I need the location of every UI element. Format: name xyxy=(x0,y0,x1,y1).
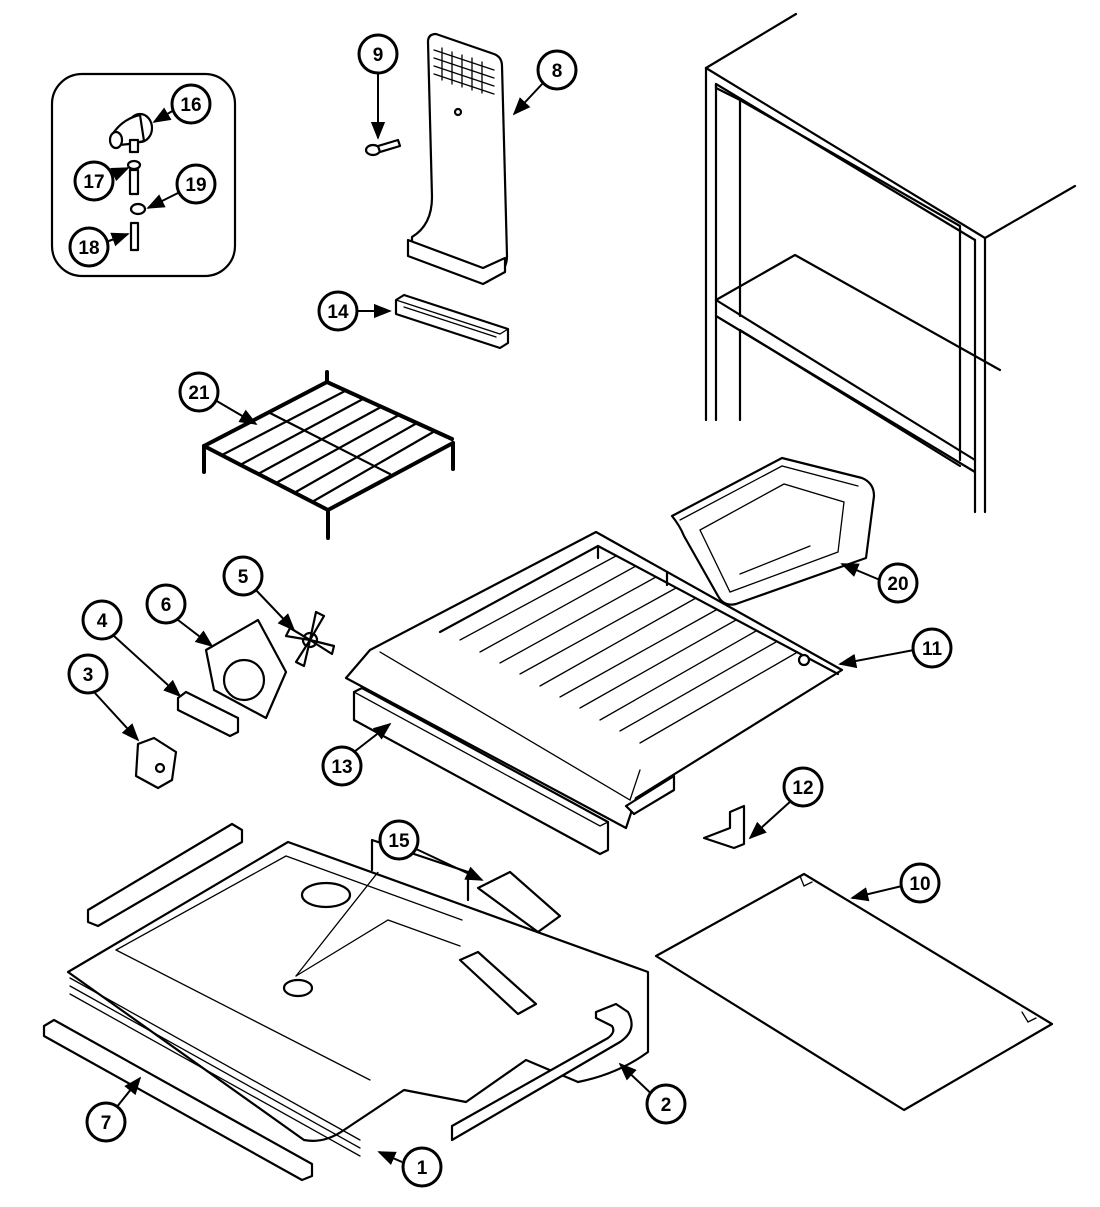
shelf-ribs xyxy=(459,555,797,744)
svg-text:11: 11 xyxy=(922,639,943,660)
part-11-shelf-frame xyxy=(344,530,844,830)
callout-4: 4 xyxy=(81,599,182,698)
svg-text:18: 18 xyxy=(78,238,99,259)
rear-rail-left xyxy=(86,822,244,928)
callout-8: 8 xyxy=(512,49,578,116)
callout-3: 3 xyxy=(67,653,140,742)
svg-text:17: 17 xyxy=(83,172,104,193)
part-4-bracket xyxy=(176,690,240,738)
part-15-cover xyxy=(476,870,562,934)
svg-text:9: 9 xyxy=(373,45,384,66)
water-valve-inset xyxy=(50,72,237,278)
callout-14: 14 xyxy=(317,290,392,332)
part-5-fan-blade xyxy=(284,610,336,668)
part-12-clip xyxy=(702,804,746,850)
callout-5: 5 xyxy=(222,555,296,632)
svg-text:10: 10 xyxy=(909,874,930,895)
part-19-nut xyxy=(129,202,147,216)
svg-text:20: 20 xyxy=(887,574,908,595)
part-2-rail xyxy=(450,1002,633,1142)
svg-text:4: 4 xyxy=(97,611,108,632)
callout-2: 2 xyxy=(618,1062,687,1125)
svg-text:2: 2 xyxy=(661,1095,672,1116)
svg-text:16: 16 xyxy=(180,95,201,116)
callout-11: 11 xyxy=(838,627,953,669)
callout-20: 20 xyxy=(840,562,919,604)
part-17-tube xyxy=(126,159,142,196)
callout-12: 12 xyxy=(748,766,824,840)
inset-frame xyxy=(50,72,237,278)
callout-15: 15 xyxy=(378,819,484,881)
part-13-trim xyxy=(352,686,610,856)
svg-text:14: 14 xyxy=(327,302,349,323)
cabinet-outline xyxy=(704,12,1077,514)
callout-18: 18 xyxy=(68,226,130,268)
callout-16: 16 xyxy=(152,83,212,125)
svg-text:12: 12 xyxy=(792,778,813,799)
part-6-fan-shroud xyxy=(204,618,288,720)
svg-text:21: 21 xyxy=(188,383,210,404)
part-10-panel xyxy=(654,872,1054,1112)
callout-10: 10 xyxy=(850,862,941,904)
svg-text:7: 7 xyxy=(101,1113,112,1134)
callout-9: 9 xyxy=(357,33,399,140)
part-9-screw xyxy=(364,138,402,157)
part-14-gasket xyxy=(394,293,510,350)
svg-text:13: 13 xyxy=(331,757,352,778)
part-16-valve xyxy=(108,112,154,154)
svg-text:6: 6 xyxy=(161,595,172,616)
part-18-tube xyxy=(129,221,140,252)
part-3-motor xyxy=(134,736,178,790)
callout-6: 6 xyxy=(145,583,214,648)
callout-7: 7 xyxy=(85,1076,142,1143)
callout-17: 17 xyxy=(73,160,130,202)
part-21-wire-shelf xyxy=(202,370,455,540)
callout-13: 13 xyxy=(321,722,392,787)
part-8-duct-cover xyxy=(406,32,509,286)
svg-text:8: 8 xyxy=(552,61,563,82)
callouts: 1 2 3 4 5 6 7 xyxy=(67,33,953,1188)
svg-text:19: 19 xyxy=(185,175,206,196)
callout-19: 19 xyxy=(146,163,217,209)
svg-text:15: 15 xyxy=(388,831,410,852)
callout-1: 1 xyxy=(377,1146,443,1188)
part-20-bin xyxy=(670,456,876,606)
part-7-rail xyxy=(42,1018,314,1182)
svg-text:1: 1 xyxy=(417,1158,428,1179)
svg-text:5: 5 xyxy=(238,567,249,588)
svg-text:3: 3 xyxy=(83,665,94,686)
callout-21: 21 xyxy=(178,371,258,425)
